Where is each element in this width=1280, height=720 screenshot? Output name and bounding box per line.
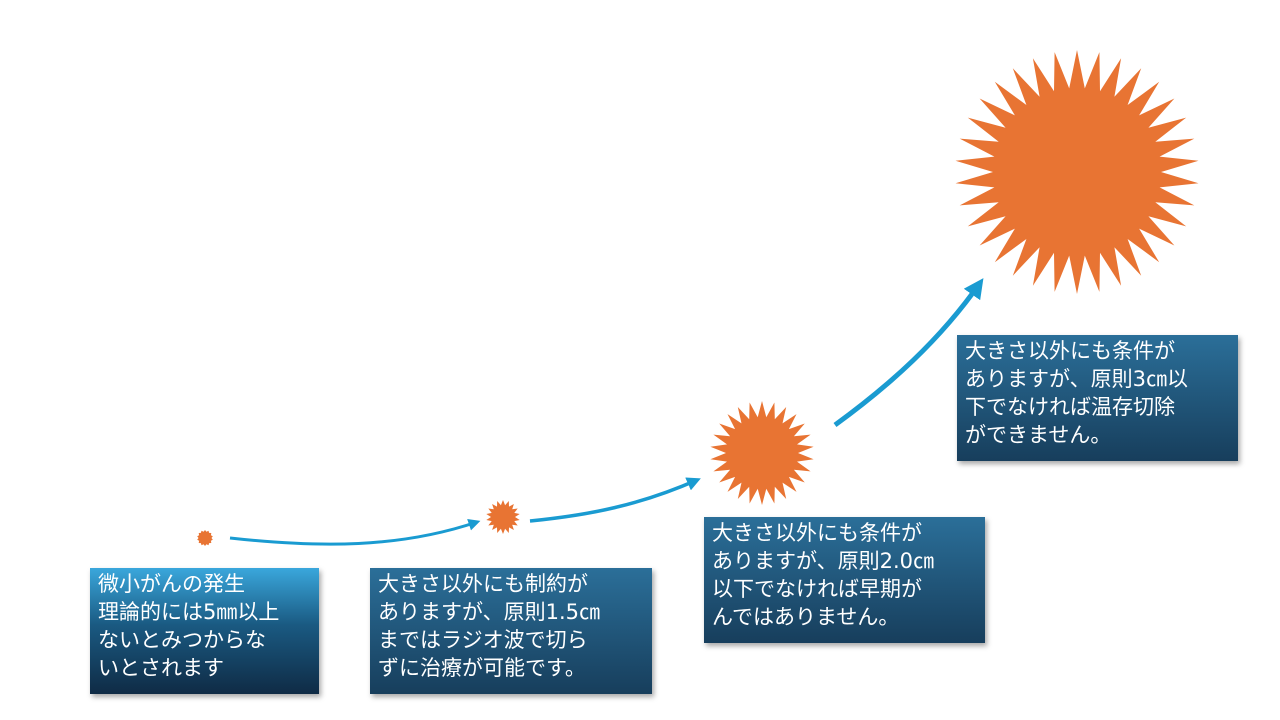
stage-note-medium: 大きさ以外にも条件が ありますが、原則2.0㎝ 以下でなければ早期が んではあり… <box>704 517 985 643</box>
tumor-starburst-tiny <box>197 530 213 546</box>
growth-arrow-1 <box>229 518 481 546</box>
tumor-starburst-large <box>955 50 1199 294</box>
growth-arrow-3 <box>833 278 984 428</box>
tumor-starburst-medium <box>710 401 814 505</box>
growth-arrow-2 <box>529 477 701 523</box>
stage-note-small: 大きさ以外にも制約が ありますが、原則1.5㎝ まではラジオ波で切ら ずに治療が… <box>370 568 652 694</box>
tumor-starburst-small <box>486 500 520 534</box>
stage-note-large: 大きさ以外にも条件が ありますが、原則3㎝以 下でなければ温存切除 ができません… <box>957 335 1238 461</box>
stage-note-tiny: 微小がんの発生 理論的には5㎜以上 ないとみつからな いとされます <box>90 568 319 694</box>
